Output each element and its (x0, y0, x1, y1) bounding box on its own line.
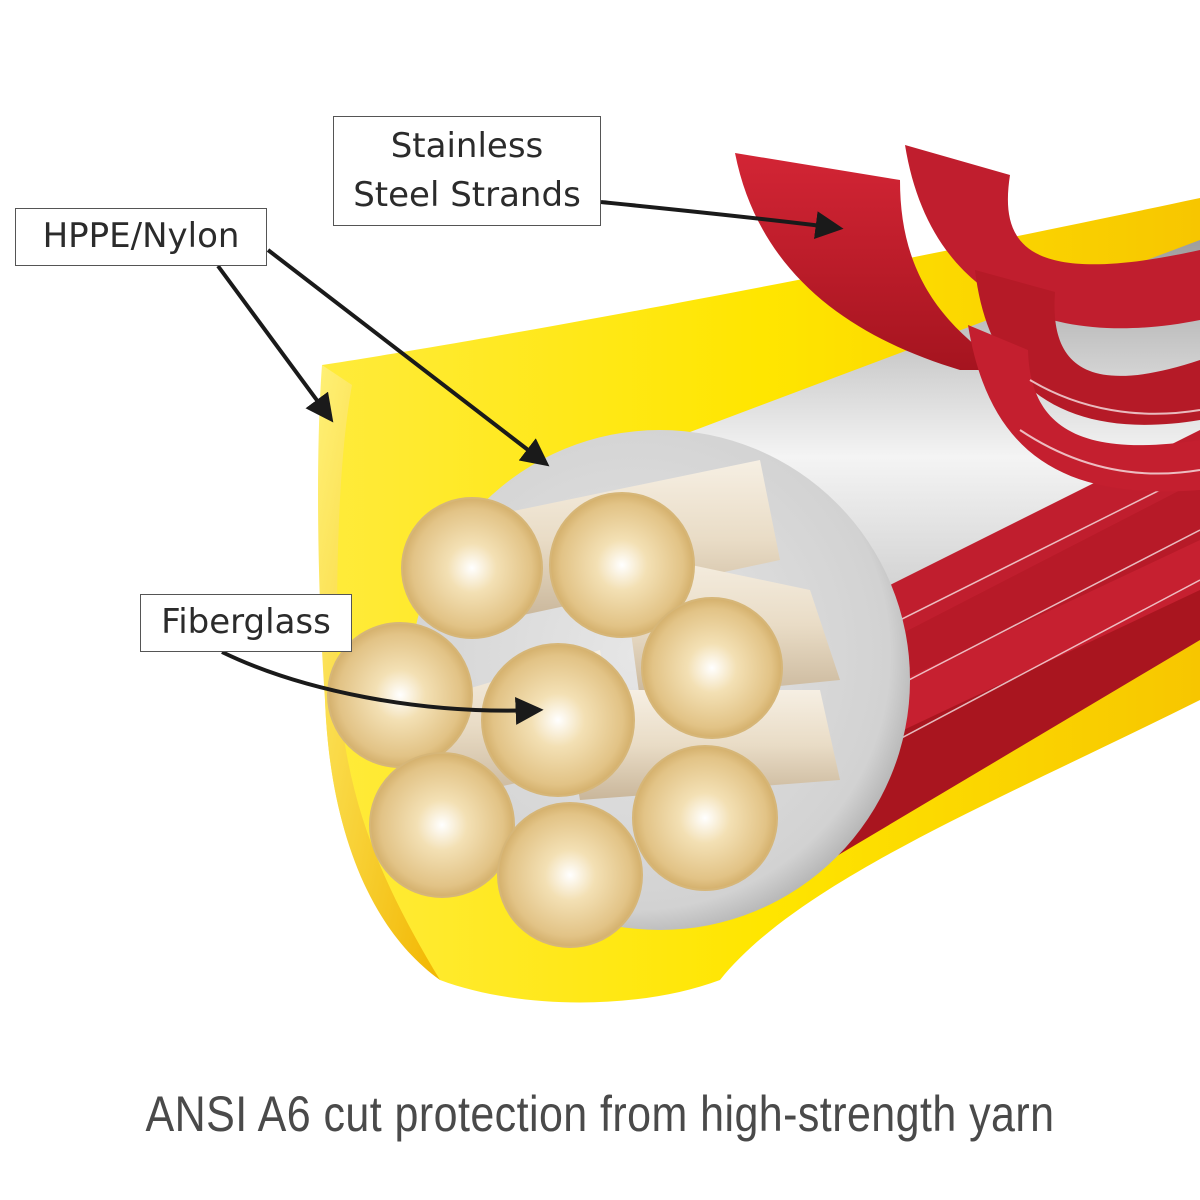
fiberglass-strands (327, 492, 783, 948)
leader-arrows (216, 200, 844, 725)
stainless-steel-strands-lower (830, 430, 1200, 860)
fiberglass-strand (641, 597, 783, 739)
stainless-steel-strands-upper (735, 145, 1200, 492)
fiberglass-strand (369, 752, 515, 898)
label-stainless-steel-strands: Stainless Steel Strands (333, 116, 601, 226)
label-hppe-nylon: HPPE/Nylon (15, 208, 267, 266)
fiberglass-strand (497, 802, 643, 948)
arrow-to-fiberglass (221, 650, 544, 725)
fiberglass-strand (481, 643, 635, 797)
arrow-to-hppe-inner (266, 248, 550, 467)
label-steel-line2: Steel Strands (353, 175, 581, 215)
caption: ANSI A6 cut protection from high-strengt… (145, 1086, 1055, 1142)
fiberglass-strand (632, 745, 778, 891)
fiberglass-strand (401, 497, 543, 639)
label-steel-line1: Stainless (390, 125, 544, 166)
label-fiberglass: Fiberglass (140, 594, 352, 652)
label-hppe-text: HPPE/Nylon (42, 216, 240, 257)
arrow-to-steel-strands (600, 200, 844, 240)
fiberglass-strand (549, 492, 695, 638)
arrow-to-hppe-outer (216, 264, 334, 423)
label-fiberglass-text: Fiberglass (161, 602, 331, 643)
